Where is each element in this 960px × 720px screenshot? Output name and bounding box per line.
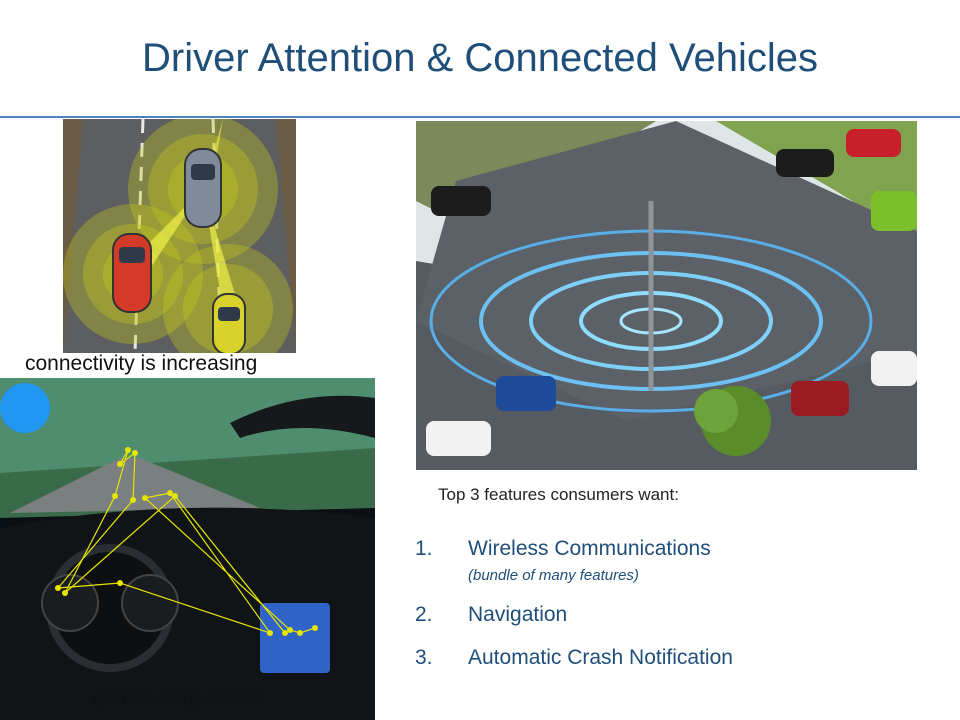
feature-number: 2. bbox=[415, 603, 433, 626]
connected-cars-image bbox=[63, 119, 296, 353]
title-divider bbox=[0, 116, 960, 118]
feature-label: Navigation bbox=[468, 603, 568, 626]
feature-number: 1. bbox=[415, 537, 433, 560]
features-heading: Top 3 features consumers want: bbox=[438, 485, 679, 504]
connectivity-caption: connectivity is increasing bbox=[25, 352, 258, 375]
feature-number: 3. bbox=[415, 646, 433, 669]
feature-note: (bundle of many features) bbox=[468, 567, 639, 584]
feature-label: Automatic Crash Notification bbox=[468, 646, 733, 669]
glance-sequence-image bbox=[0, 378, 375, 720]
glance-caption: glance sequences bbox=[93, 687, 263, 710]
feature-label: Wireless Communications bbox=[468, 537, 711, 560]
page-title: Driver Attention & Connected Vehicles bbox=[142, 36, 818, 80]
intersection-image bbox=[416, 121, 917, 470]
